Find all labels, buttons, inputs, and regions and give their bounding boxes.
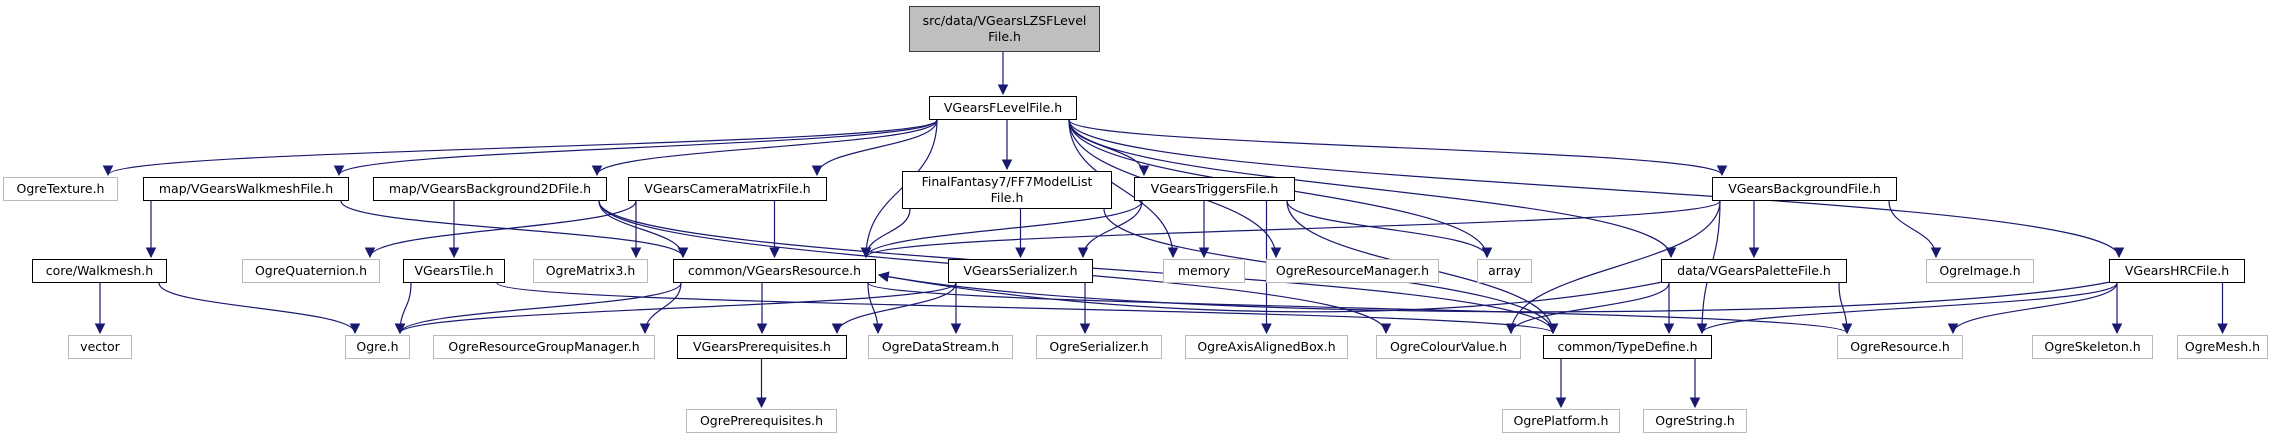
graph-node-vector: vector [68, 335, 132, 359]
graph-node-ogredatastream: OgreDataStream.h [868, 335, 1013, 359]
edge-vgearsresource-to-ogreh [394, 282, 682, 335]
edge-triggersfile-to-vgearsresource [860, 200, 1143, 259]
edge-flevel-to-hrcfile [1068, 119, 2125, 259]
edge-cameramatrix-to-ogrequaternion [364, 200, 637, 259]
graph-node-backgroundfile[interactable]: VGearsBackgroundFile.h [1712, 177, 1897, 201]
graph-node-ogreh: Ogre.h [345, 335, 410, 359]
graph-node-src: src/data/VGearsLZSFLevel File.h [909, 6, 1100, 52]
graph-node-walkmeshfile[interactable]: map/VGearsWalkmeshFile.h [143, 177, 349, 201]
edge-flevel-to-palettefile [1068, 119, 1677, 259]
edge-vgearsresource-to-ogredatastream [867, 282, 884, 335]
edge-hrcfile-to-vgearsresource [877, 271, 2116, 313]
edge-flevel-to-triggersfile [1068, 119, 1150, 177]
edge-flevel-to-vgearsresource [860, 119, 938, 259]
graph-node-cameramatrix[interactable]: VGearsCameraMatrixFile.h [628, 177, 827, 201]
edge-palettefile-to-vgearsresource [877, 271, 1668, 313]
edge-triggersfile-to-array [1286, 200, 1493, 259]
edge-triggersfile-to-vgearsserializer [1077, 200, 1143, 259]
graph-node-ogrestring: OgreString.h [1643, 409, 1747, 433]
graph-node-vgearsresource[interactable]: common/VGearsResource.h [673, 259, 876, 283]
graph-node-triggersfile[interactable]: VGearsTriggersFile.h [1134, 177, 1295, 201]
graph-node-ogreresourcegroupmanager: OgreResourceGroupManager.h [433, 335, 655, 359]
graph-node-ogrecolourvalue: OgreColourValue.h [1376, 335, 1521, 359]
edge-flevel-to-ogretexture [102, 119, 938, 177]
graph-node-hrcfile[interactable]: VGearsHRCFile.h [2109, 259, 2245, 283]
graph-node-ff7modellist[interactable]: FinalFantasy7/FF7ModelList File.h [902, 171, 1112, 209]
graph-node-vgearsprereq[interactable]: VGearsPrerequisites.h [677, 335, 847, 359]
edge-vgearsserializer-to-vgearsprereq [831, 282, 957, 335]
edge-flevel-to-memory [1068, 119, 1179, 259]
graph-node-vgearsserializer[interactable]: VGearsSerializer.h [948, 259, 1093, 283]
edge-vgearsserializer-to-ogreh [394, 282, 957, 335]
edge-backgroundfile-to-ogreimage [1888, 200, 1942, 259]
graph-node-ogreskeleton: OgreSkeleton.h [2032, 335, 2153, 359]
edge-corewalkmesh-to-ogreh [158, 282, 361, 335]
edge-flevel-to-walkmeshfile [333, 119, 938, 177]
edge-palettefile-to-ogrecolourvalue [1505, 282, 1670, 335]
edge-backgroundfile-to-ogrecolourvalue [1505, 200, 1721, 335]
graph-node-palettefile[interactable]: data/VGearsPaletteFile.h [1661, 259, 1847, 283]
graph-node-typedefine[interactable]: common/TypeDefine.h [1543, 335, 1712, 359]
graph-node-ogreaxisalignedbox: OgreAxisAlignedBox.h [1185, 335, 1348, 359]
edge-hrcfile-to-ogreresource [1947, 282, 2118, 335]
graph-node-ogreprereq: OgrePrerequisites.h [686, 409, 837, 433]
graph-node-corewalkmesh[interactable]: core/Walkmesh.h [32, 259, 167, 283]
graph-node-ogrequaternion: OgreQuaternion.h [242, 259, 380, 283]
graph-node-ogreplatform: OgrePlatform.h [1502, 409, 1620, 433]
graph-node-ogreresource: OgreResource.h [1837, 335, 1963, 359]
edge-backgroundfile-to-vgearsresource [860, 200, 1721, 259]
edge-flevel-to-backgroundfile [1068, 119, 1728, 177]
graph-node-memory: memory [1163, 259, 1245, 283]
edge-flevel-to-cameramatrix [811, 119, 938, 177]
graph-node-ogreserializer: OgreSerializer.h [1036, 335, 1162, 359]
edge-vgearsresource-to-ogreresourcegroupmanager [639, 282, 682, 335]
graph-node-flevel[interactable]: VGearsFLevelFile.h [929, 96, 1077, 120]
graph-node-background2dfile[interactable]: map/VGearsBackground2DFile.h [373, 177, 607, 201]
graph-node-ogretexture: OgreTexture.h [3, 177, 118, 201]
graph-node-ogreresourcemanager: OgreResourceManager.h [1266, 259, 1439, 283]
graph-node-ogremesh: OgreMesh.h [2177, 335, 2268, 359]
edge-background2dfile-to-vgearsresource [598, 200, 689, 259]
graph-node-vgearstile[interactable]: VGearsTile.h [403, 259, 505, 283]
graph-node-ogreimage: OgreImage.h [1926, 259, 2034, 283]
graph-node-ogrematrix3: OgreMatrix3.h [533, 259, 648, 283]
graph-node-array: array [1477, 259, 1532, 283]
edge-vgearstile-to-typedefine [496, 282, 1558, 335]
edge-palettefile-to-ogreresource [1838, 282, 1853, 335]
edge-hrcfile-to-typedefine [1696, 282, 2118, 335]
edge-flevel-to-background2dfile [591, 119, 938, 177]
edge-walkmeshfile-to-vgearsresource [340, 200, 689, 259]
